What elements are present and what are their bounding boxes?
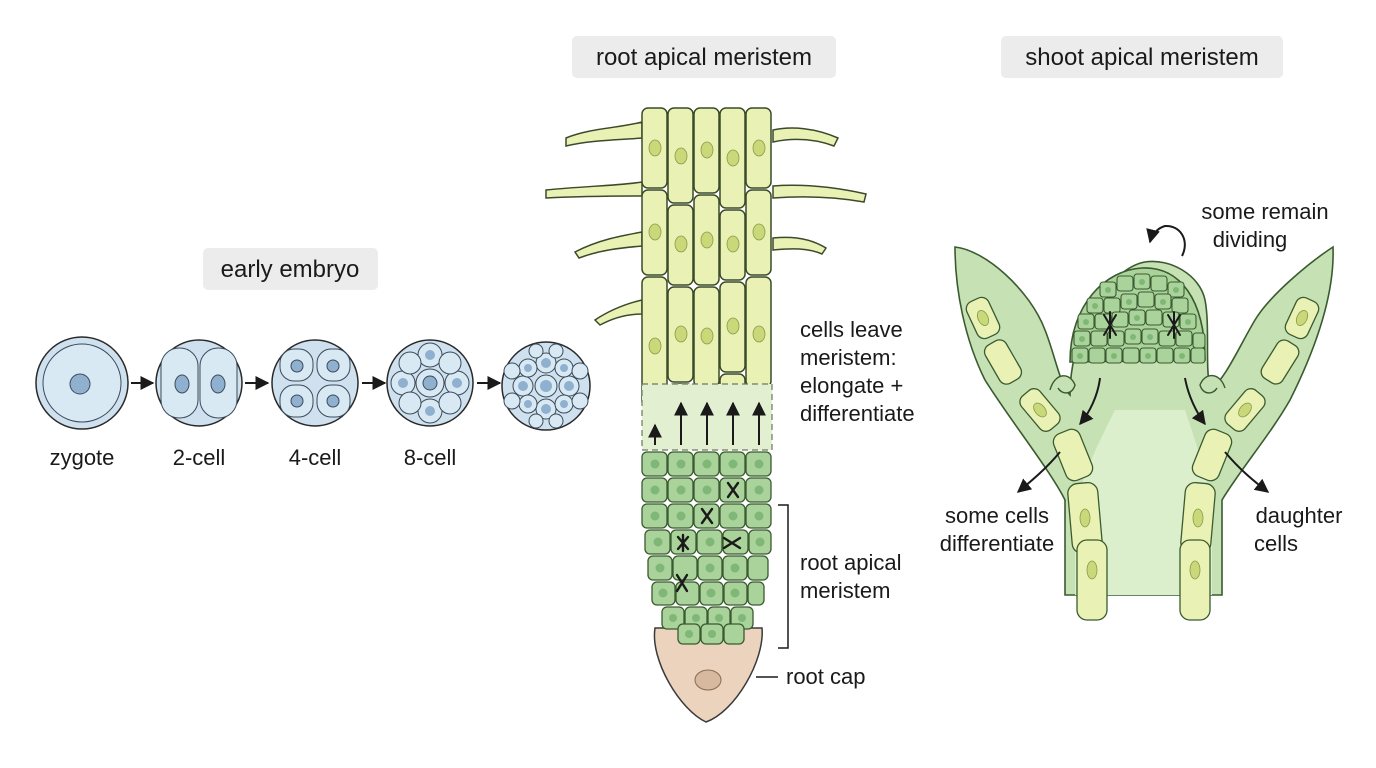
embryo-4-cell	[271, 339, 359, 427]
label-root-apical-meristem: root apical meristem	[800, 550, 902, 603]
root-meristem-nuclei	[650, 459, 765, 638]
arrow-some-remain-dividing	[1146, 224, 1186, 257]
label-cells-leave-meristem: cells leave meristem: elongate + differe…	[800, 317, 915, 426]
shoot-meristem-dome	[1069, 267, 1206, 364]
root-elongated-nuclei	[648, 139, 766, 355]
svg-text:root apical: root apical	[800, 550, 902, 575]
heading-root-apical-meristem: root apical meristem	[572, 36, 836, 78]
svg-text:meristem: meristem	[800, 578, 890, 603]
stage-label-8-cell: 8-cell	[404, 445, 457, 470]
svg-text:daughter: daughter	[1256, 503, 1343, 528]
root-hairs	[545, 121, 867, 326]
arrow-meristem-to-right	[1184, 377, 1206, 426]
heading-early-embryo: early embryo	[203, 248, 378, 290]
shoot-leaf-nuclei	[976, 310, 1309, 580]
svg-text:differentiate: differentiate	[800, 401, 915, 426]
svg-text:cells leave: cells leave	[800, 317, 903, 342]
stage-label-2-cell: 2-cell	[173, 445, 226, 470]
svg-text:some remain: some remain	[1201, 199, 1328, 224]
svg-text:cells: cells	[1254, 531, 1298, 556]
arrow-to-some-cells-differentiate	[1016, 451, 1061, 493]
label-root-cap: root cap	[786, 664, 866, 689]
arrow-meristem-to-left	[1079, 377, 1101, 426]
embryo-morula	[501, 341, 591, 431]
embryo-zygote	[35, 336, 129, 430]
root-meristem-cells	[641, 451, 772, 645]
label-daughter-cells: daughter cells	[1254, 503, 1342, 556]
arrow-to-daughter-cells	[1224, 451, 1270, 493]
svg-text:differentiate: differentiate	[940, 531, 1055, 556]
svg-text:elongate +: elongate +	[800, 373, 903, 398]
root-cap	[653, 627, 763, 723]
stage-label-4-cell: 4-cell	[289, 445, 342, 470]
heading-shoot-apical-meristem: shoot apical meristem	[1001, 36, 1283, 78]
label-some-cells-differentiate: some cells differentiate	[940, 503, 1055, 556]
root-mitotic-chromosomes	[675, 481, 742, 593]
svg-text:shoot apical meristem: shoot apical meristem	[1025, 44, 1258, 71]
bracket-root-apical-meristem	[778, 504, 789, 649]
label-some-remain-dividing: some remain dividing	[1201, 199, 1328, 252]
shoot-leaf-primordia	[1049, 374, 1226, 394]
svg-text:some cells: some cells	[945, 503, 1049, 528]
root-transition-zone	[641, 383, 773, 451]
embryo-8-cell	[386, 339, 474, 427]
svg-text:early embryo: early embryo	[221, 256, 360, 283]
svg-text:dividing: dividing	[1213, 227, 1288, 252]
embryo-2-cell	[155, 339, 243, 427]
svg-text:meristem:: meristem:	[800, 345, 897, 370]
shoot-outer-tissue	[954, 245, 1334, 596]
svg-text:root apical meristem: root apical meristem	[596, 44, 812, 71]
stage-label-zygote: zygote	[50, 445, 115, 470]
